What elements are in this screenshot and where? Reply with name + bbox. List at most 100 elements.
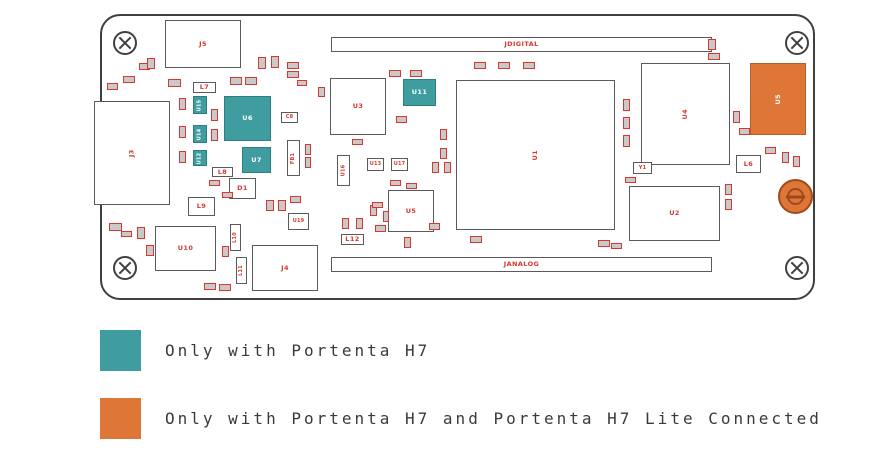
passive-component	[352, 139, 363, 145]
component-l11: L11	[236, 257, 247, 284]
passive-component	[278, 200, 286, 211]
mounting-hole	[113, 256, 137, 280]
passive-component	[708, 39, 716, 50]
component-y1: Y1	[633, 162, 652, 174]
passive-component	[523, 62, 535, 69]
passive-component	[611, 243, 622, 249]
component-label: U5	[405, 206, 417, 215]
mounting-hole	[113, 31, 137, 55]
component-u15: U15	[193, 96, 207, 114]
component-label: FB1	[290, 152, 296, 164]
component-j7	[778, 179, 813, 214]
component-u17: U17	[391, 158, 408, 171]
component-label: U2	[669, 209, 680, 218]
component-label: L7	[199, 83, 210, 92]
component-label: D1	[237, 184, 248, 193]
passive-component	[179, 126, 186, 138]
component-u5-orange: U5	[750, 63, 806, 135]
component-u5-small: U5	[388, 190, 434, 232]
passive-component	[209, 180, 220, 186]
component-label: L11	[238, 265, 244, 276]
component-label: U13	[369, 161, 382, 167]
passive-component	[356, 218, 363, 229]
passive-component	[440, 148, 447, 159]
component-label: L6	[743, 159, 754, 168]
passive-component	[211, 109, 218, 121]
component-label: J4	[281, 263, 289, 272]
passive-component	[429, 223, 440, 230]
passive-component	[137, 227, 145, 239]
passive-component	[733, 111, 740, 123]
mounting-hole	[785, 31, 809, 55]
component-label: U3	[352, 102, 364, 111]
component-j4: J4	[252, 245, 318, 291]
component-j5: J5	[165, 20, 241, 68]
passive-component	[305, 144, 311, 155]
legend-item-portenta-h7: Only with Portenta H7	[100, 330, 430, 371]
passive-component	[410, 70, 422, 77]
passive-component	[793, 156, 800, 167]
passive-component	[168, 79, 181, 87]
component-l12: L12	[341, 234, 364, 245]
passive-component	[623, 135, 630, 147]
passive-component	[305, 157, 311, 168]
passive-component	[147, 58, 155, 69]
component-label: L9	[196, 202, 207, 211]
component-l8: L8	[212, 167, 233, 177]
component-u1: U1	[456, 80, 615, 230]
passive-component	[440, 129, 447, 140]
passive-component	[287, 62, 299, 69]
legend-label: Only with Portenta H7 and Portenta H7 Li…	[165, 409, 822, 428]
passive-component	[396, 116, 407, 123]
legend-swatch-teal	[100, 330, 141, 371]
component-label: U7	[251, 155, 262, 164]
component-label: U4	[681, 108, 690, 120]
passive-component	[230, 77, 242, 85]
component-c8: C8	[281, 112, 298, 123]
component-label: U14	[196, 128, 203, 140]
component-fb1: FB1	[287, 140, 300, 176]
passive-component	[179, 151, 186, 163]
component-d1: D1	[229, 178, 256, 199]
passive-component	[342, 218, 349, 229]
passive-component	[318, 87, 325, 97]
component-label: U1	[531, 149, 540, 161]
passive-component	[725, 184, 732, 195]
component-label: J3	[127, 149, 136, 157]
component-u4: U4	[641, 63, 730, 165]
passive-component	[258, 57, 266, 69]
passive-component	[765, 147, 776, 154]
component-label: U12	[196, 152, 203, 164]
component-j3: J3	[94, 101, 170, 205]
component-janalog: JANALOG	[331, 257, 712, 272]
passive-component	[404, 237, 411, 248]
component-u2: U2	[629, 186, 720, 241]
passive-component	[121, 231, 132, 237]
component-label: U17	[393, 161, 406, 167]
passive-component	[372, 202, 383, 208]
component-u11: U11	[403, 79, 436, 106]
passive-component	[389, 70, 401, 77]
component-label: U5	[773, 93, 782, 105]
passive-component	[107, 83, 118, 90]
component-label: JDIGITAL	[504, 40, 539, 49]
component-label: L10	[232, 232, 238, 243]
component-l10: L10	[230, 224, 241, 251]
legend-label: Only with Portenta H7	[165, 341, 431, 360]
component-u3: U3	[330, 78, 386, 135]
component-u19: U19	[288, 213, 309, 230]
passive-component	[390, 180, 401, 186]
passive-component	[222, 246, 229, 257]
component-label: L12	[345, 235, 360, 244]
passive-component	[739, 128, 750, 135]
legend-swatch-orange	[100, 398, 141, 439]
component-label: U16	[340, 164, 346, 177]
component-label: U15	[196, 99, 203, 111]
component-label: Y1	[638, 164, 647, 171]
passive-component	[211, 129, 218, 141]
passive-component	[204, 283, 216, 290]
component-l6: L6	[736, 155, 761, 173]
component-u13: U13	[367, 158, 384, 171]
passive-component	[287, 71, 299, 78]
passive-component	[109, 223, 122, 231]
